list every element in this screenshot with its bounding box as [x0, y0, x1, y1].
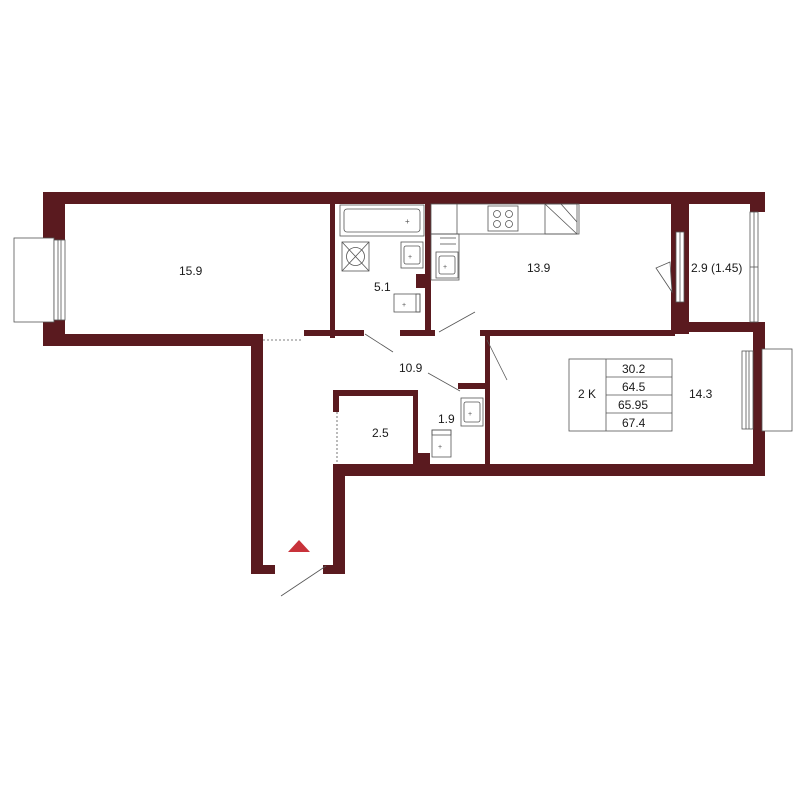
- svg-text:+: +: [408, 254, 412, 261]
- kitchen-fixtures: +: [430, 203, 580, 281]
- room-area-hallway: 10.9: [399, 361, 423, 375]
- summary-value: 30.2: [622, 362, 646, 376]
- window-living-frame: [53, 239, 66, 321]
- wall-hall-top-mid: [400, 330, 435, 336]
- wall-living-bath: [330, 198, 335, 338]
- wall-balcony-right: [750, 192, 765, 212]
- wall-storage-left: [333, 390, 339, 412]
- summary-value: 64.5: [622, 380, 646, 394]
- toilet-icon: +: [393, 293, 421, 313]
- bathtub-icon: +: [339, 204, 425, 237]
- toilet-room-fixtures: + +: [431, 397, 484, 458]
- svg-text:+: +: [468, 411, 472, 418]
- room-labels: 15.9 5.1 13.9 2.9 (1.45) 10.9 2.5 1.9 14…: [179, 261, 742, 440]
- balcony-door: [655, 261, 673, 294]
- wall-bath-kitchen: [425, 198, 431, 336]
- door-bedroom: [486, 339, 508, 381]
- svg-text:+: +: [402, 302, 406, 309]
- wall-corridor-right-foot: [323, 565, 345, 574]
- room-area-storage: 2.5: [372, 426, 389, 440]
- windows: [13, 211, 793, 432]
- summary-table: 2 K 30.2 64.5 65.95 67.4: [568, 358, 673, 432]
- wall-living-bottom: [43, 334, 263, 346]
- svg-text:+: +: [438, 444, 442, 451]
- kitchen-counter: [430, 203, 580, 235]
- window-bedroom: [761, 348, 793, 432]
- summary-value: 67.4: [622, 416, 646, 430]
- door-kitchen: [438, 311, 476, 333]
- kitchen-sink-icon: +: [435, 251, 459, 279]
- window-bedroom-frame: [741, 350, 754, 430]
- wall-corridor-left-foot: [251, 565, 275, 574]
- wall-corridor-left: [251, 334, 263, 574]
- wall-toilet-top: [458, 383, 490, 389]
- kitchen-counter-side: [430, 233, 460, 281]
- washing-machine-icon: [341, 241, 370, 272]
- wc-icon: +: [431, 429, 452, 458]
- wall-hall-top-right: [480, 330, 675, 336]
- entrance-arrow-icon: [288, 540, 310, 552]
- wall-balcony-bottom: [688, 322, 765, 332]
- toilet-sink-icon: +: [460, 397, 484, 427]
- wall-bath-block: [416, 274, 428, 288]
- wall-top: [43, 192, 765, 204]
- wall-bedroom-left: [485, 334, 490, 470]
- wall-toilet-block: [418, 453, 430, 467]
- sink-icon: +: [400, 241, 424, 269]
- door-entrance: [280, 565, 327, 597]
- bathroom-fixtures: + + +: [339, 204, 425, 313]
- doors: [263, 311, 508, 597]
- wall-hall-top-left: [304, 330, 364, 336]
- walls: [43, 192, 765, 574]
- wall-storage-right: [413, 390, 418, 470]
- door-bathroom: [364, 333, 394, 353]
- wall-storage-top: [333, 390, 417, 396]
- room-area-kitchen: 13.9: [527, 261, 551, 275]
- door-toilet: [427, 372, 461, 392]
- window-living: [13, 237, 55, 323]
- fridge-icon: [544, 203, 578, 235]
- room-area-living: 15.9: [179, 264, 203, 278]
- room-area-toilet: 1.9: [438, 412, 455, 426]
- wall-bottom: [333, 464, 765, 476]
- room-area-balcony: 2.9 (1.45): [691, 261, 742, 275]
- wall-corridor-right: [333, 470, 345, 574]
- summary-value: 65.95: [618, 398, 648, 412]
- stove-icon: [487, 205, 519, 232]
- room-area-bedroom: 14.3: [689, 387, 713, 401]
- svg-text:+: +: [405, 217, 410, 226]
- svg-text:+: +: [443, 264, 447, 271]
- room-area-bathroom: 5.1: [374, 280, 391, 294]
- summary-type: 2 K: [578, 387, 596, 401]
